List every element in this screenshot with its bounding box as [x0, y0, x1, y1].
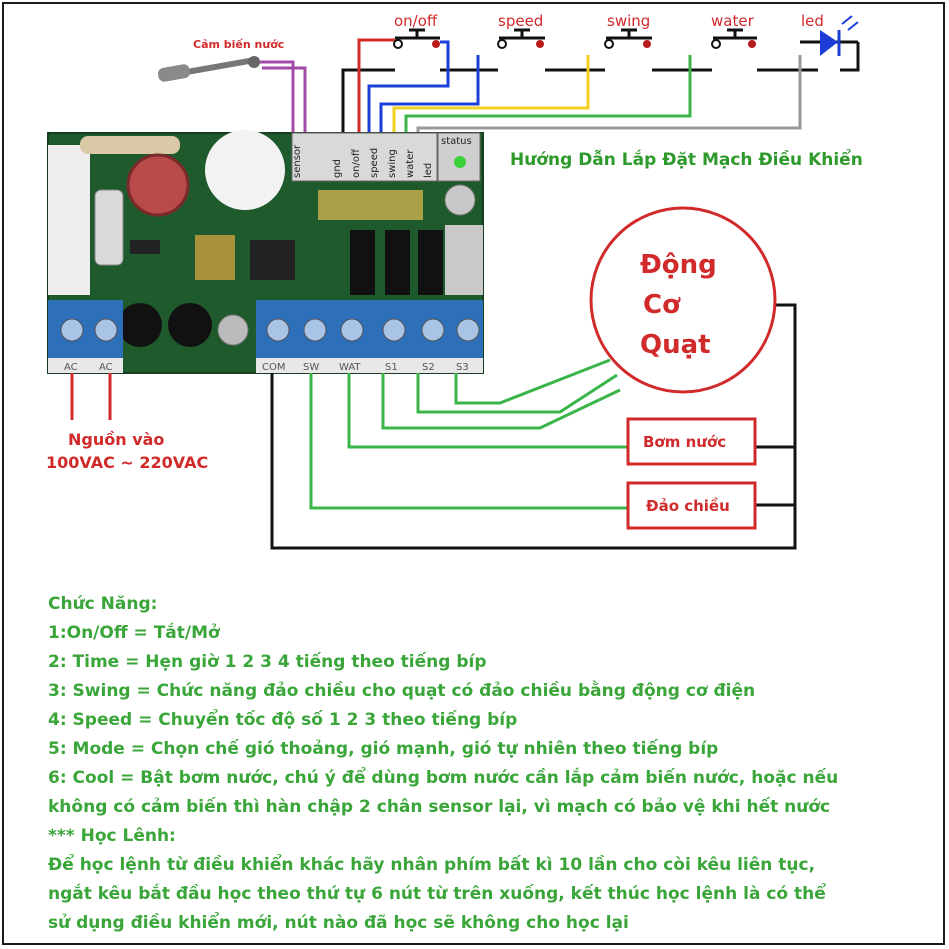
motor-line3: Quạt	[640, 330, 711, 360]
header-label-swing: swing	[387, 149, 398, 178]
resistor	[80, 136, 180, 154]
terminal-label-s2: S2	[422, 362, 435, 373]
button-water	[711, 28, 757, 49]
button-label-onoff: on/off	[394, 12, 438, 30]
ic-chip	[250, 240, 295, 280]
button-swing	[604, 28, 652, 49]
status-led	[454, 156, 466, 168]
motor-line1: Động	[640, 250, 717, 280]
fuse	[94, 189, 124, 266]
motor-circle	[589, 206, 777, 394]
power-terminal-label-1: AC	[64, 362, 78, 373]
ir-receiver	[444, 184, 476, 216]
transistor-2	[168, 303, 212, 347]
note-line: 2: Time = Hẹn giờ 1 2 3 4 tiếng theo tiế…	[48, 652, 487, 672]
header-label-water: water	[405, 149, 416, 178]
relay	[445, 225, 483, 295]
terminal-label-wat: WAT	[339, 362, 361, 373]
output-terminal-block	[256, 300, 483, 373]
header-label-speed: speed	[369, 148, 380, 178]
note-line: *** Học Lênh:	[48, 826, 176, 846]
led-symbol	[800, 15, 859, 56]
note-line: 1:On/Off = Tắt/Mở	[48, 623, 220, 643]
buzzer	[205, 130, 285, 210]
terminal-label-s3: S3	[456, 362, 469, 373]
status-label: status	[441, 136, 472, 147]
pump-box	[626, 417, 757, 466]
pump-label: Bơm nước	[643, 433, 726, 451]
header-label-led: led	[423, 163, 434, 178]
button-common-wire	[341, 42, 860, 134]
header-label-sensor: sensor	[292, 144, 303, 178]
diode	[130, 240, 160, 254]
capacitor	[126, 153, 190, 217]
terminal-label-com: COM	[262, 362, 285, 373]
button-label-speed: speed	[498, 12, 543, 30]
common-black-wire	[270, 303, 797, 550]
push-buttons	[393, 15, 859, 56]
signal-wires	[357, 38, 802, 134]
note-line: Để học lệnh từ điều khiển khác hãy nhân …	[48, 855, 816, 875]
reverse-box	[626, 481, 757, 530]
note-line: 6: Cool = Bật bơm nước, chú ý để dùng bơ…	[48, 768, 839, 788]
power-input-wires	[70, 373, 112, 420]
water-sensor-probe	[157, 56, 260, 82]
triac-3	[418, 230, 443, 295]
smd-row	[318, 190, 423, 220]
sensor-wires	[258, 60, 307, 134]
output-green-wires	[309, 358, 628, 510]
notes-heading: Chức Năng:	[48, 594, 158, 614]
note-line: 3: Swing = Chức năng đảo chiều cho quạt …	[48, 681, 756, 701]
reverse-label: Đảo chiều	[646, 496, 730, 515]
power-terminal-block	[48, 300, 123, 373]
fuse-holder	[48, 145, 90, 295]
triac-1	[350, 230, 375, 295]
button-label-water: water	[711, 12, 755, 30]
header-label-onoff: on/off	[351, 148, 362, 178]
note-line: 4: Speed = Chuyển tốc độ số 1 2 3 theo t…	[48, 710, 518, 730]
power-terminal-label-2: AC	[99, 362, 113, 373]
button-speed	[497, 28, 545, 49]
triac-2	[385, 230, 410, 295]
diagram-title: Hướng Dẫn Lắp Đặt Mạch Điều Khiển	[510, 150, 863, 170]
transistor-1	[118, 303, 162, 347]
terminal-label-sw: SW	[303, 362, 319, 373]
trimmer	[217, 314, 249, 346]
power-input-label: Nguồn vào	[68, 430, 165, 449]
note-line: không có cảm biến thì hàn chập 2 chân se…	[48, 797, 831, 817]
smd-parts	[195, 235, 235, 280]
function-notes: Chức Năng: 1:On/Off = Tắt/Mở 2: Time = H…	[48, 590, 928, 938]
button-label-swing: swing	[607, 12, 650, 30]
top-header	[291, 132, 438, 182]
header-label-gnd: gnd	[332, 159, 343, 178]
terminal-label-s1: S1	[385, 362, 398, 373]
note-line: sử dụng điều khiển mới, nút nào đã học s…	[48, 913, 629, 933]
motor-line2: Cơ	[643, 290, 681, 320]
note-line: 5: Mode = Chọn chế gió thoảng, gió mạnh,…	[48, 739, 719, 759]
button-label-led: led	[801, 12, 824, 30]
note-line: ngắt kêu bắt đầu học theo thứ tự 6 nút t…	[48, 884, 826, 904]
button-onoff	[393, 28, 440, 49]
sensor-label: Cảm biến nước	[193, 38, 284, 51]
power-input-range: 100VAC ~ 220VAC	[46, 453, 209, 472]
